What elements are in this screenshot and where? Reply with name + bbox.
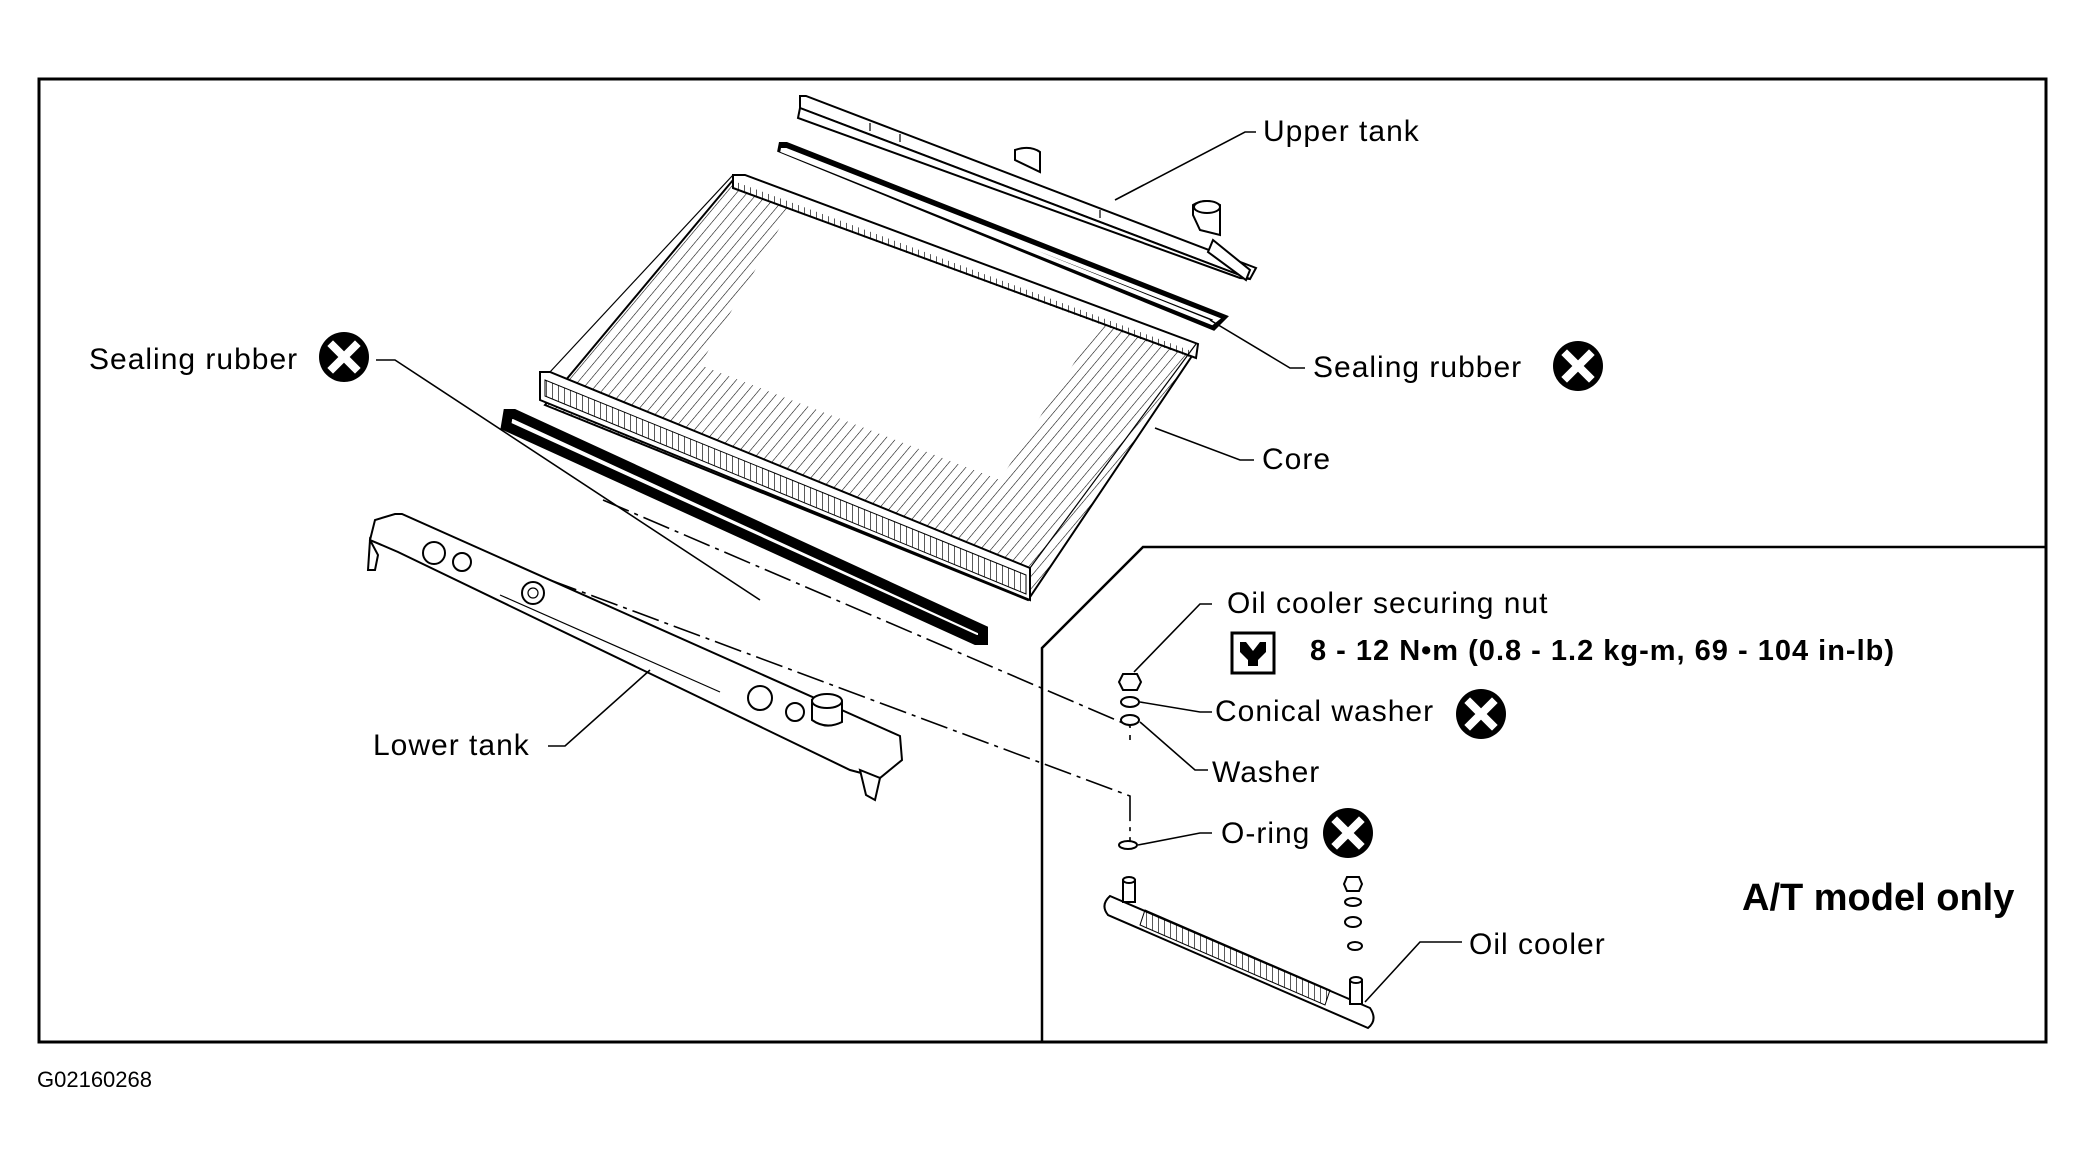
leader-oil-cooler-nut	[1133, 603, 1212, 673]
label-sealing-rubber-left: Sealing rubber	[89, 343, 298, 376]
lower-sealing-rubber-part	[500, 409, 988, 645]
label-o-ring: O-ring	[1221, 817, 1310, 850]
label-lower-tank: Lower tank	[373, 729, 530, 762]
leader-o-ring	[1137, 832, 1212, 846]
leader-core	[1154, 427, 1254, 461]
leader-sealing-rubber-left	[376, 359, 761, 601]
x-circle-icon	[1553, 341, 1603, 391]
label-washer: Washer	[1212, 756, 1320, 789]
x-circle-icon	[319, 332, 369, 382]
upper-tank-part	[796, 95, 1258, 282]
label-core: Core	[1262, 443, 1331, 476]
leader-oil-cooler	[1364, 941, 1462, 1003]
figure-id: G02160268	[37, 1067, 152, 1092]
x-circle-icon	[1323, 808, 1373, 858]
leader-upper-tank	[1114, 131, 1256, 201]
centerline-lower	[549, 579, 1131, 845]
oil-cooler-part	[1103, 673, 1375, 1030]
lower-tank-part	[366, 513, 904, 802]
wrench-torque-icon	[1230, 631, 1276, 675]
core-part	[539, 174, 1200, 602]
at-model-inset-frame	[1040, 545, 2046, 1042]
leader-lower-tank	[548, 669, 651, 747]
label-upper-tank: Upper tank	[1263, 115, 1420, 148]
label-oil-cooler: Oil cooler	[1469, 928, 1606, 961]
label-sealing-rubber-right: Sealing rubber	[1313, 351, 1522, 384]
label-torque-spec: 8 - 12 N•m (0.8 - 1.2 kg-m, 69 - 104 in-…	[1310, 635, 1895, 667]
leader-washer	[1139, 721, 1208, 771]
x-circle-icon	[1456, 689, 1506, 739]
upper-sealing-rubber-part	[777, 142, 1229, 331]
leader-sealing-rubber-right	[1209, 319, 1305, 369]
label-model-note: A/T model only	[1742, 877, 2014, 919]
leader-conical-washer	[1139, 701, 1212, 713]
label-oil-cooler-nut: Oil cooler securing nut	[1227, 587, 1548, 620]
label-conical-washer: Conical washer	[1215, 695, 1434, 728]
